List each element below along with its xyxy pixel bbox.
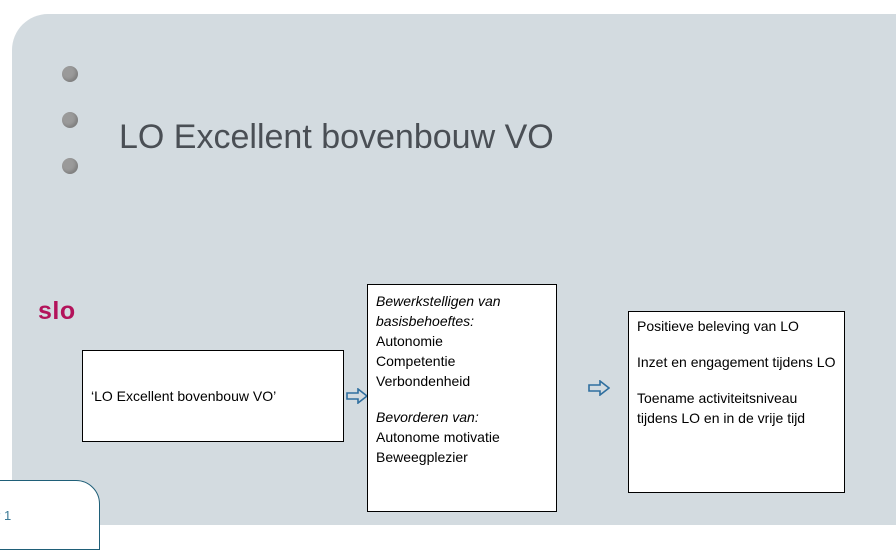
need-item: Competentie bbox=[376, 353, 456, 369]
bullet-dot-icon bbox=[62, 66, 78, 82]
promote-item: Beweegplezier bbox=[376, 449, 468, 465]
hollow-right-arrow-icon bbox=[346, 388, 368, 404]
need-item: Verbondenheid bbox=[376, 373, 471, 389]
slide: LO Excellent bovenbouw VO slo ‘LO Excell… bbox=[12, 14, 896, 525]
outcome-item: Toename activiteitsniveau tijdens LO en … bbox=[637, 390, 806, 426]
bullet-dot-icon bbox=[62, 158, 78, 174]
program-box: ‘LO Excellent bovenbouw VO’ bbox=[82, 350, 344, 442]
outcomes-box: Positieve beleving van LO Inzet en engag… bbox=[628, 311, 845, 493]
slo-logo: slo bbox=[38, 297, 76, 325]
slide-title: LO Excellent bovenbouw VO bbox=[119, 118, 554, 156]
corner-tab-label: r 1 bbox=[0, 508, 12, 523]
bullet-dot-icon bbox=[62, 112, 78, 128]
promote-heading: Bevorderen van: bbox=[376, 409, 479, 425]
outcome-item: Positieve beleving van LO bbox=[637, 318, 799, 334]
hollow-right-arrow-icon bbox=[588, 380, 610, 396]
basic-needs-heading: Bewerkstelligen van basisbehoeftes: bbox=[376, 293, 501, 329]
need-item: Autonomie bbox=[376, 333, 443, 349]
corner-tab bbox=[0, 480, 100, 550]
basic-needs-box: Bewerkstelligen van basisbehoeftes: Auto… bbox=[367, 284, 557, 512]
promote-item: Autonome motivatie bbox=[376, 429, 500, 445]
program-label: ‘LO Excellent bovenbouw VO’ bbox=[91, 388, 277, 404]
outcome-item: Inzet en engagement tijdens LO bbox=[637, 354, 836, 370]
